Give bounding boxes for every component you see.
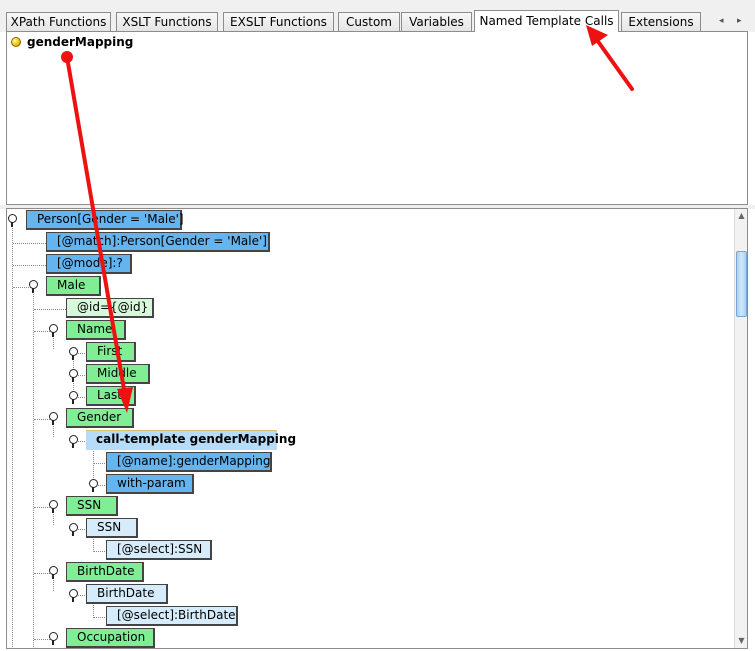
tab-custom[interactable]: Custom xyxy=(338,12,400,31)
tree-node-name-attribute[interactable]: [@name]:genderMapping xyxy=(106,452,272,472)
tree-node-id-attribute[interactable]: @id={@id} xyxy=(66,298,154,318)
tree-node-gender[interactable]: Gender xyxy=(66,408,134,428)
function-tab-bar: XPath Functions XSLT Functions EXSLT Fun… xyxy=(0,0,755,32)
collapse-toggle-icon[interactable] xyxy=(69,435,78,448)
named-template-list: genderMapping xyxy=(6,31,748,205)
tree-node-ssn[interactable]: SSN xyxy=(66,496,118,516)
mapping-tree: Person[Gender = 'Male'] [@match]:Person[… xyxy=(6,208,748,649)
tree-node-template-match[interactable]: Person[Gender = 'Male'] xyxy=(26,210,184,230)
tree-node-mode-attribute[interactable]: [@mode]:? xyxy=(46,254,132,274)
collapse-toggle-icon[interactable] xyxy=(49,412,58,425)
tree-node-male[interactable]: Male xyxy=(46,276,101,296)
named-template-item[interactable]: genderMapping xyxy=(11,34,133,50)
collapse-toggle-icon[interactable] xyxy=(69,369,78,382)
scroll-thumb[interactable] xyxy=(736,251,747,317)
collapse-toggle-icon[interactable] xyxy=(49,324,58,337)
tree-node-last[interactable]: Last xyxy=(86,386,136,406)
panel-splitter[interactable] xyxy=(0,205,755,209)
tab-variables[interactable]: Variables xyxy=(401,12,472,31)
collapse-toggle-icon[interactable] xyxy=(69,347,78,360)
scroll-up-icon[interactable]: ▲ xyxy=(738,211,745,220)
scroll-down-icon[interactable]: ▼ xyxy=(738,636,745,645)
tree-node-call-template[interactable]: call-template genderMapping xyxy=(86,430,296,450)
collapse-toggle-icon[interactable] xyxy=(89,479,98,492)
tab-extensions[interactable]: Extensions xyxy=(621,12,701,31)
tree-node-name[interactable]: Name xyxy=(66,320,126,340)
tab-xpath-functions[interactable]: XPath Functions xyxy=(6,12,111,31)
tree-node-ssn-value[interactable]: SSN xyxy=(86,518,138,538)
tab-exslt-functions[interactable]: EXSLT Functions xyxy=(223,12,334,31)
tree-node-with-param[interactable]: with-param xyxy=(106,474,194,494)
yellow-dot-icon xyxy=(11,37,21,47)
collapse-toggle-icon[interactable] xyxy=(49,566,58,579)
collapse-toggle-icon[interactable] xyxy=(29,280,38,293)
tree-node-birthdate[interactable]: BirthDate xyxy=(66,562,144,582)
tree-node-occupation[interactable]: Occupation xyxy=(66,628,155,648)
tab-scroll-right-icon[interactable]: ▸ xyxy=(737,16,742,26)
collapse-toggle-icon[interactable] xyxy=(69,391,78,404)
tree-node-select-birthdate[interactable]: [@select]:BirthDate xyxy=(106,606,238,626)
tree-node-birthdate-value[interactable]: BirthDate xyxy=(86,584,168,604)
collapse-toggle-icon[interactable] xyxy=(69,523,78,536)
tab-scroll-left-icon[interactable]: ◂ xyxy=(719,16,724,26)
named-template-label: genderMapping xyxy=(27,35,134,49)
tree-node-select-ssn[interactable]: [@select]:SSN xyxy=(106,540,212,560)
collapse-toggle-icon[interactable] xyxy=(49,632,58,645)
collapse-toggle-icon[interactable] xyxy=(49,500,58,513)
tab-named-template-calls[interactable]: Named Template Calls xyxy=(474,10,619,32)
tree-node-first[interactable]: First xyxy=(86,342,136,362)
tree-vertical-scrollbar[interactable]: ▲ ▼ xyxy=(734,209,747,648)
collapse-toggle-icon[interactable] xyxy=(69,589,78,602)
tree-node-middle[interactable]: Middle xyxy=(86,364,150,384)
tree-node-match-attribute[interactable]: [@match]:Person[Gender = 'Male'] xyxy=(46,232,270,252)
collapse-toggle-icon[interactable] xyxy=(8,214,17,227)
tab-xslt-functions[interactable]: XSLT Functions xyxy=(116,12,218,31)
